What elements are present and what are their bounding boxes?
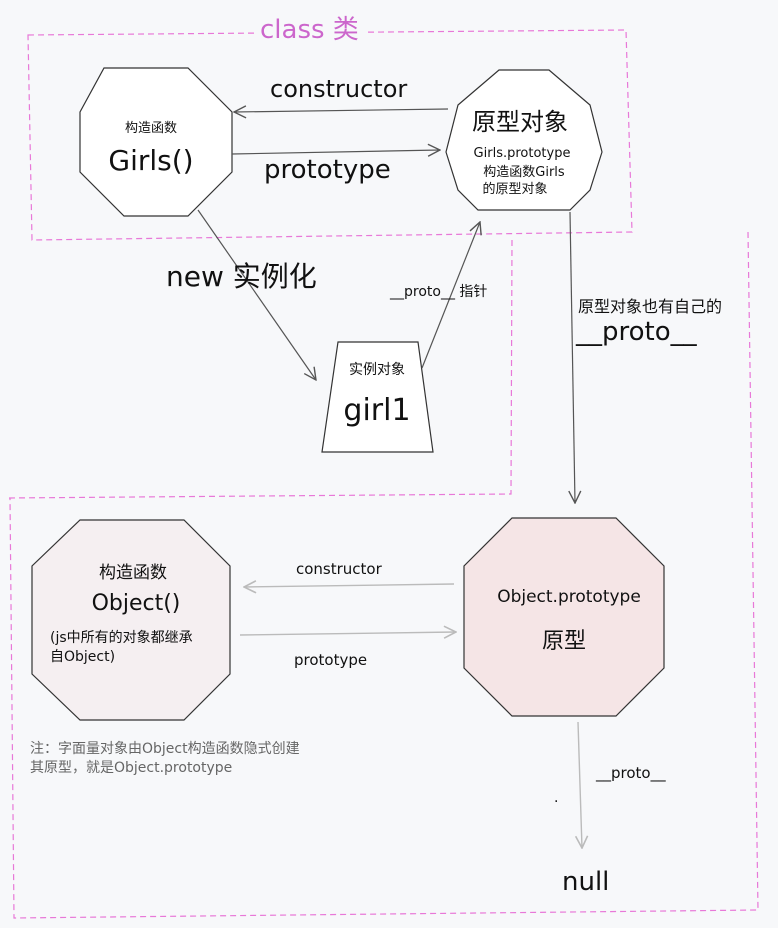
proto-bottom-label: __proto__ xyxy=(595,764,666,783)
new-instance-arrow xyxy=(197,209,316,380)
prototype-region-border xyxy=(9,231,759,919)
object-constructor-node xyxy=(31,519,231,721)
girls-name: Girls() xyxy=(108,144,193,177)
proto-pointer-label: __proto__ 指针 xyxy=(389,284,487,300)
proto-own-label-1: 原型对象也有自己的 xyxy=(578,297,722,316)
title-mask xyxy=(256,18,364,44)
object-caption: 构造函数 xyxy=(99,563,167,583)
literal-note-2: 其原型，就是Object.prototype xyxy=(30,760,232,776)
girls-constructor-node xyxy=(79,67,233,217)
girl1-name: girl1 xyxy=(343,393,410,428)
object-prototype-node xyxy=(463,517,665,717)
object-prototype-title: Object.prototype xyxy=(497,587,641,607)
prototype-line2: 构造函数Girls xyxy=(483,165,565,180)
constructor-label-bottom: constructor xyxy=(296,560,383,578)
literal-note-1: 注：字面量对象由Object构造函数隐式创建 xyxy=(30,741,300,757)
prototype-arrow-bottom xyxy=(239,632,456,635)
girls-prototype-node xyxy=(445,69,603,211)
new-instance-label: new 实例化 xyxy=(166,260,317,293)
instance-region-border xyxy=(7,239,513,499)
prototype-label-bottom: prototype xyxy=(294,651,367,669)
girls-caption: 构造函数 xyxy=(125,121,177,136)
proto-chain-arrow xyxy=(570,211,575,503)
constructor-label-top: constructor xyxy=(270,75,407,103)
class-title: class 类 xyxy=(260,15,359,45)
girl1-caption: 实例对象 xyxy=(349,362,405,378)
object-name: Object() xyxy=(92,591,181,616)
prototype-label-top: prototype xyxy=(264,155,391,185)
prototype-title: 原型对象 xyxy=(472,108,568,136)
girl1-instance-node xyxy=(321,341,434,453)
class-region-border xyxy=(27,29,633,241)
null-label: null xyxy=(562,867,609,897)
object-prototype-subtitle: 原型 xyxy=(542,629,586,654)
proto-own-label-2: __proto__ xyxy=(575,317,698,347)
prototype-line1: Girls.prototype xyxy=(474,146,571,161)
constructor-arrow-top xyxy=(234,109,449,112)
constructor-arrow-bottom xyxy=(244,584,455,587)
stray-dot: . xyxy=(554,790,558,806)
object-note-1: (js中所有的对象都继承 xyxy=(50,630,193,646)
prototype-arrow-top xyxy=(231,150,440,154)
proto-pointer-arrow xyxy=(421,222,480,369)
prototype-line3: 的原型对象 xyxy=(482,181,547,197)
object-note-2: 自Object) xyxy=(50,649,115,665)
proto-to-null-arrow xyxy=(578,721,582,848)
